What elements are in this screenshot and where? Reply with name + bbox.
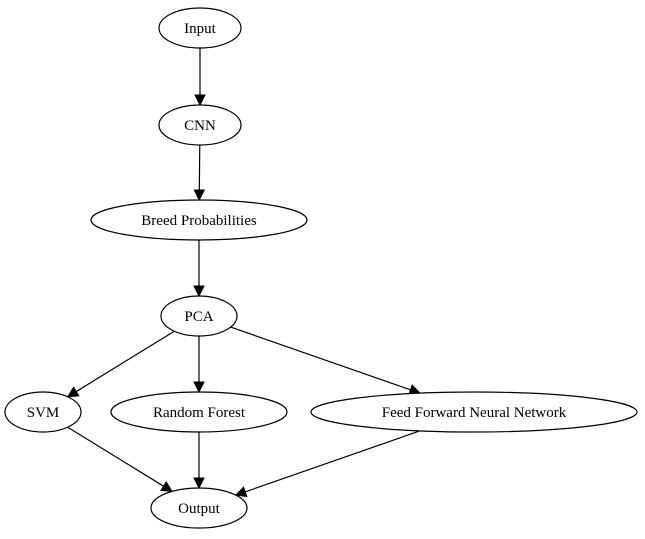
node-input: Input (158, 7, 242, 49)
node-ellipse (158, 104, 242, 146)
edges-layer (66, 48, 422, 498)
node-ellipse (310, 391, 638, 433)
node-svm: SVM (4, 391, 82, 433)
node-pca: PCA (160, 295, 238, 337)
node-ellipse (160, 295, 238, 337)
node-ellipse (4, 391, 82, 433)
node-label: Breed Probabilities (141, 213, 257, 229)
edge-line (230, 326, 411, 391)
arrowhead-icon (193, 189, 206, 202)
edge-ffnn-to-output (234, 430, 421, 498)
node-rf: Random Forest (110, 391, 288, 433)
node-label: Output (178, 501, 221, 517)
arrowhead-icon (194, 94, 206, 107)
node-breed: Breed Probabilities (90, 199, 308, 241)
edge-line (245, 430, 421, 493)
arrowhead-icon (66, 386, 80, 398)
edge-pca-to-svm (66, 330, 175, 398)
node-label: Feed Forward Neural Network (382, 405, 567, 421)
edge-cnn-to-breed (193, 144, 206, 202)
node-label: CNN (184, 118, 216, 134)
edge-svm-to-output (67, 426, 174, 493)
node-ellipse (150, 487, 248, 529)
edge-input-to-cnn (194, 48, 206, 107)
node-cnn: CNN (158, 104, 242, 146)
edge-line (67, 426, 164, 487)
edge-line (75, 330, 175, 393)
node-label: PCA (184, 309, 213, 325)
arrowhead-icon (193, 381, 205, 394)
node-output: Output (150, 487, 248, 529)
arrowhead-icon (160, 480, 174, 493)
node-label: Input (184, 21, 216, 37)
edge-pca-to-rf (193, 336, 205, 394)
arrowhead-icon (234, 486, 248, 498)
edge-breed-to-pca (193, 240, 205, 298)
node-ellipse (158, 7, 242, 49)
node-label: Random Forest (153, 405, 246, 421)
edge-rf-to-output (193, 432, 205, 490)
node-ellipse (110, 391, 288, 433)
node-ffnn: Feed Forward Neural Network (310, 391, 638, 433)
edge-pca-to-ffnn (230, 326, 422, 396)
arrowhead-icon (193, 285, 205, 298)
arrowhead-icon (193, 477, 205, 490)
node-label: SVM (27, 405, 60, 421)
node-ellipse (90, 199, 308, 241)
